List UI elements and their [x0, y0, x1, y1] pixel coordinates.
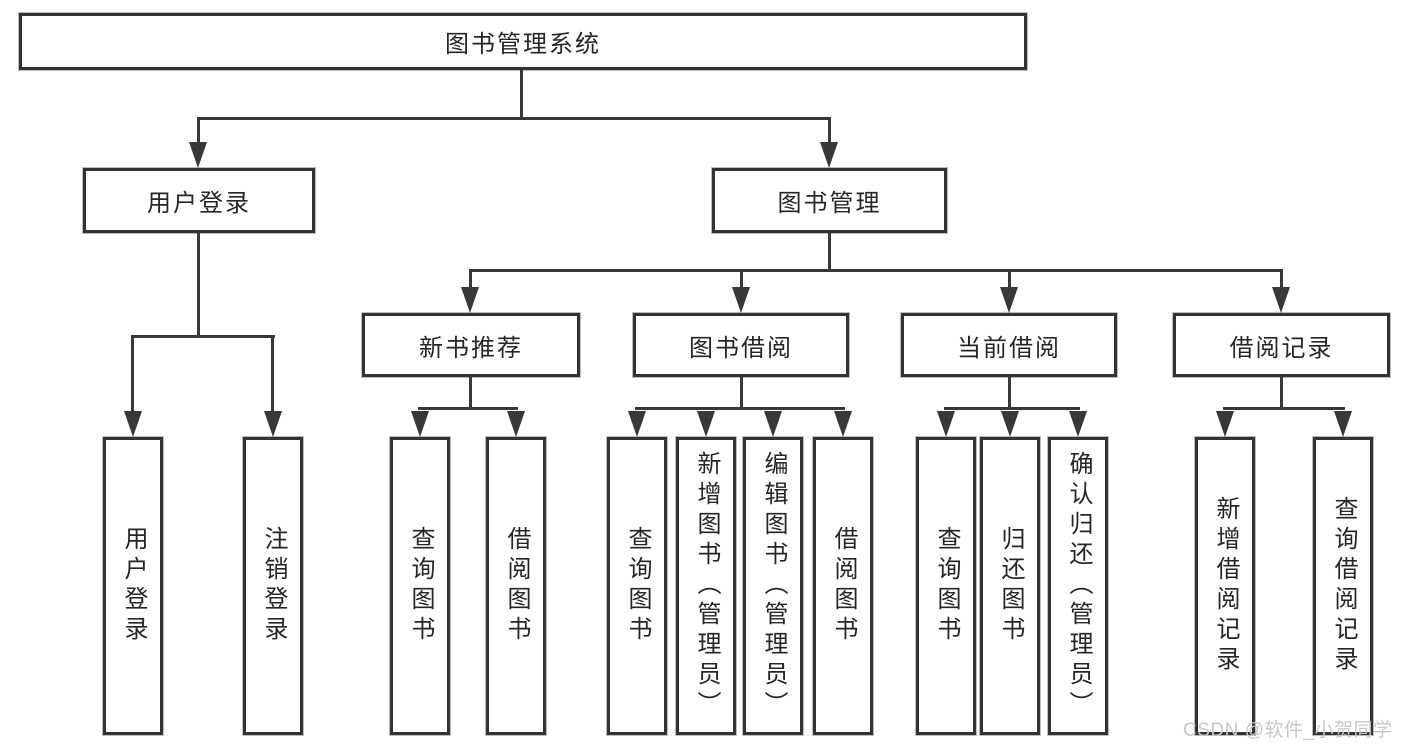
- connector-drop-book-management: [828, 117, 831, 145]
- node-book-management: 图书管理: [712, 168, 947, 233]
- node-current-borrow: 当前借阅: [901, 313, 1117, 377]
- node-new-book-recommend-label: 新书推荐: [419, 334, 523, 362]
- node-borrow-records: 借阅记录: [1173, 313, 1390, 377]
- leaf-add-borrow-record: 新增借阅记录: [1195, 437, 1255, 735]
- arrow-down-icon: [732, 287, 750, 313]
- connector-drop-book-borrow: [740, 269, 743, 289]
- connector-level2-bus: [197, 117, 831, 120]
- leaf-add-books-admin: 新增图书（管理员）: [676, 437, 736, 735]
- node-book-management-label: 图书管理: [777, 190, 882, 217]
- node-borrow-records-label: 借阅记录: [1229, 334, 1334, 362]
- leaf-current-query-books: 查询图书: [916, 437, 976, 735]
- leaf-borrow-query-books-label: 查询图书: [624, 526, 651, 646]
- node-new-book-recommend: 新书推荐: [362, 313, 580, 377]
- arrow-down-icon: [834, 411, 852, 437]
- arrow-down-icon: [461, 287, 479, 313]
- connector-new-book-stub: [469, 377, 472, 409]
- arrow-down-icon: [124, 411, 142, 437]
- node-root: 图书管理系统: [19, 13, 1027, 70]
- connector-drop-leaf-user-login: [131, 335, 134, 413]
- connector-root-stub: [520, 70, 523, 118]
- node-root-label: 图书管理系统: [445, 31, 601, 58]
- connector-drop-borrow-records: [1280, 269, 1283, 289]
- leaf-borrow-books-label: 借阅图书: [830, 526, 857, 646]
- node-user-login-label: 用户登录: [147, 190, 251, 217]
- leaf-recommend-query-books-label: 查询图书: [407, 526, 434, 646]
- leaf-query-borrow-record-label: 查询借阅记录: [1330, 496, 1357, 676]
- leaf-add-books-admin-label: 新增图书（管理员）: [693, 451, 720, 721]
- arrow-down-icon: [1001, 411, 1019, 437]
- arrow-down-icon: [1069, 411, 1087, 437]
- leaf-user-login-label: 用户登录: [120, 526, 147, 646]
- arrow-down-icon: [1334, 411, 1352, 437]
- leaf-current-query-books-label: 查询图书: [933, 526, 960, 646]
- arrow-down-icon: [411, 411, 429, 437]
- arrow-down-icon: [628, 411, 646, 437]
- connector-user-login-stub: [197, 233, 200, 337]
- leaf-confirm-return-admin-label: 确认归还（管理员）: [1065, 451, 1092, 721]
- connector-current-borrow-bus: [944, 407, 1080, 410]
- leaf-borrow-books: 借阅图书: [813, 437, 873, 735]
- connector-drop-user-login: [197, 117, 200, 145]
- connector-drop-leaf-logout: [271, 335, 274, 413]
- connector-borrow-records-stub: [1280, 377, 1283, 409]
- leaf-add-borrow-record-label: 新增借阅记录: [1212, 496, 1239, 676]
- arrow-down-icon: [937, 411, 955, 437]
- leaf-borrow-query-books: 查询图书: [607, 437, 667, 735]
- arrow-down-icon: [1272, 287, 1290, 313]
- arrow-down-icon: [697, 411, 715, 437]
- node-book-borrow-label: 图书借阅: [689, 334, 793, 362]
- connector-book-borrow-bus: [635, 407, 845, 410]
- connector-current-borrow-stub: [1008, 377, 1011, 409]
- leaf-edit-books-admin-label: 编辑图书（管理员）: [760, 451, 787, 721]
- node-current-borrow-label: 当前借阅: [957, 334, 1061, 362]
- arrow-down-icon: [1000, 287, 1018, 313]
- leaf-return-books: 归还图书: [980, 437, 1040, 735]
- connector-drop-current-borrow: [1008, 269, 1011, 289]
- connector-user-login-bus: [131, 335, 275, 338]
- arrow-down-icon: [764, 411, 782, 437]
- leaf-logout: 注销登录: [243, 437, 303, 735]
- leaf-recommend-borrow-books: 借阅图书: [486, 437, 546, 735]
- connector-level3-bus: [469, 269, 1283, 272]
- arrow-down-icon: [264, 411, 282, 437]
- leaf-confirm-return-admin: 确认归还（管理员）: [1048, 437, 1108, 735]
- leaf-recommend-borrow-books-label: 借阅图书: [503, 526, 530, 646]
- leaf-logout-label: 注销登录: [260, 526, 287, 646]
- connector-book-management-stub: [828, 233, 831, 271]
- leaf-edit-books-admin: 编辑图书（管理员）: [743, 437, 803, 735]
- arrow-down-icon: [189, 142, 207, 168]
- connector-book-borrow-stub: [740, 377, 743, 409]
- leaf-user-login: 用户登录: [103, 437, 163, 735]
- node-book-borrow: 图书借阅: [633, 313, 849, 377]
- arrow-down-icon: [507, 411, 525, 437]
- leaf-recommend-query-books: 查询图书: [390, 437, 450, 735]
- leaf-return-books-label: 归还图书: [997, 526, 1024, 646]
- node-user-login: 用户登录: [83, 168, 315, 233]
- watermark: CSDN @软件_小贺同学: [1183, 720, 1393, 741]
- connector-drop-new-book: [469, 269, 472, 289]
- connector-borrow-records-bus: [1223, 407, 1345, 410]
- arrow-down-icon: [820, 142, 838, 168]
- leaf-query-borrow-record: 查询借阅记录: [1313, 437, 1373, 735]
- arrow-down-icon: [1216, 411, 1234, 437]
- connector-new-book-bus: [418, 407, 518, 410]
